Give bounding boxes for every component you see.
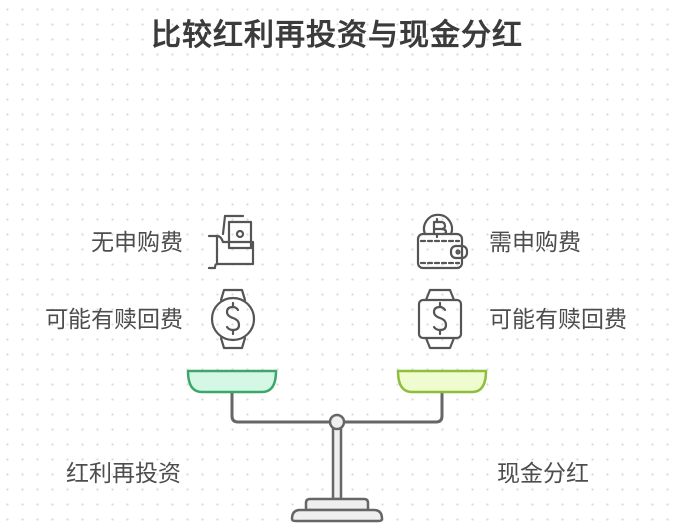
square-watch-dollar-icon bbox=[414, 286, 466, 352]
right-feature-purchase-fee: 需申购费 bbox=[489, 230, 581, 256]
option-label-dividend-reinvestment: 红利再投资 bbox=[66, 461, 181, 487]
scale-pivot bbox=[328, 413, 346, 431]
option-label-cash-dividend: 现金分红 bbox=[497, 461, 589, 487]
left-feature-no-purchase-fee: 无申购费 bbox=[91, 230, 183, 256]
round-watch-dollar-icon bbox=[207, 286, 259, 352]
diagram-title: 比较红利再投资与现金分红 bbox=[151, 18, 523, 53]
scale-base-upper bbox=[304, 497, 370, 512]
scale-pole bbox=[331, 425, 343, 501]
hand-holding-cash-icon bbox=[205, 214, 261, 272]
wallet-bitcoin-icon bbox=[413, 212, 473, 272]
left-pan bbox=[186, 369, 278, 394]
scale-base-lower bbox=[290, 508, 384, 523]
right-feature-redemption-fee: 可能有赎回费 bbox=[489, 307, 627, 333]
right-pan bbox=[396, 369, 488, 394]
left-feature-redemption-fee: 可能有赎回费 bbox=[45, 307, 183, 333]
